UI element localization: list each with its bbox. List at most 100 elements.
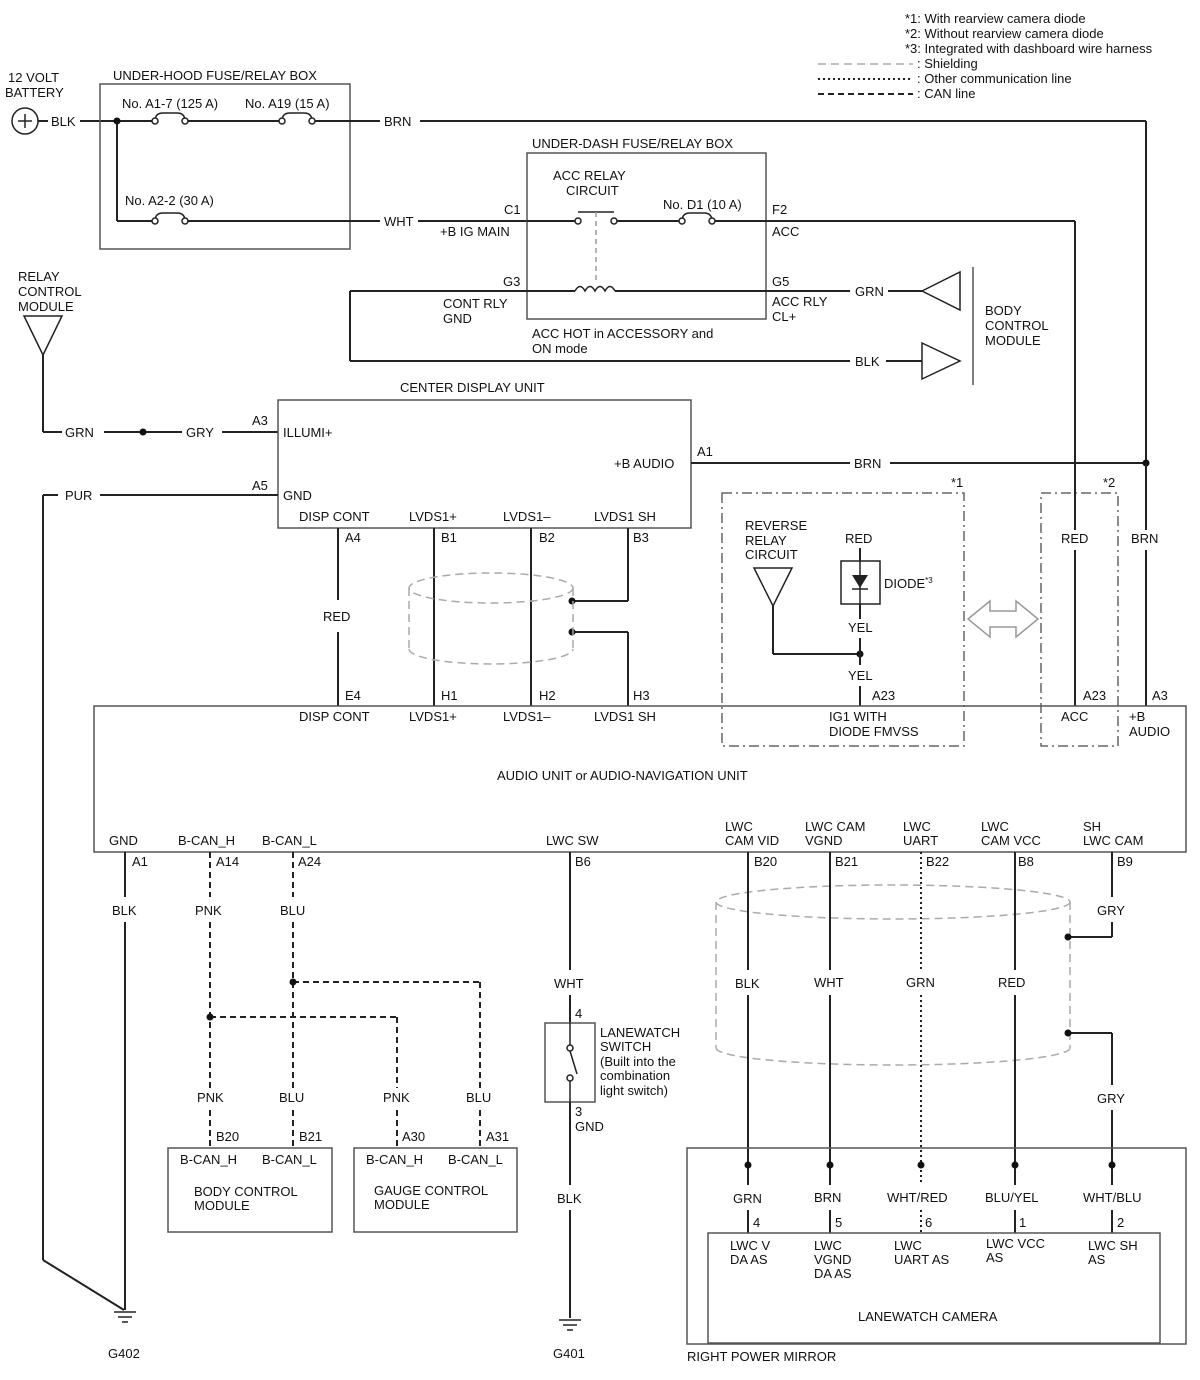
gcm-canh: B-CAN_H bbox=[366, 1152, 423, 1167]
battery: 12 VOLT BATTERY BLK bbox=[5, 70, 117, 135]
audio-lwc-vid-2: CAM VID bbox=[725, 833, 779, 848]
opt2-wire-red: RED bbox=[1061, 531, 1088, 546]
acc-relay-label-2: CIRCUIT bbox=[566, 183, 619, 198]
audio-pin-a14: A14 bbox=[216, 854, 239, 869]
wire-brn-baudio: BRN bbox=[854, 456, 881, 471]
cdu-lvds1p: LVDS1+ bbox=[409, 509, 457, 524]
audio-pin-a3: A3 bbox=[1152, 688, 1168, 703]
gauge-control-module: A30 A31 B-CAN_H B-CAN_L GAUGE CONTROL MO… bbox=[353, 1129, 518, 1233]
ig1-label-2: DIODE FMVSS bbox=[829, 724, 919, 739]
underdash-box-outline bbox=[526, 152, 767, 320]
audio-pin-h3: H3 bbox=[633, 688, 650, 703]
audio-pin-b8: B8 bbox=[1018, 854, 1034, 869]
wire-wht-sw: WHT bbox=[554, 976, 584, 991]
audio-lwc-vcc-1: LWC bbox=[981, 819, 1009, 834]
wire-blk-gnd: BLK bbox=[112, 903, 137, 918]
audio-pin-a24: A24 bbox=[298, 854, 321, 869]
cdu-disp-cont: DISP CONT bbox=[299, 509, 370, 524]
relay-module-label-2: CONTROL bbox=[18, 284, 82, 299]
bcm-bottom-label-2: MODULE bbox=[194, 1198, 250, 1213]
option-2-mark: *2 bbox=[1103, 475, 1115, 490]
diode-label: DIODE*3 bbox=[884, 576, 933, 591]
wire-grn-cam: GRN bbox=[906, 975, 935, 990]
lanewatch-camera-box bbox=[707, 1232, 1161, 1344]
bcm-wire-grn: GRN bbox=[855, 284, 884, 299]
underdash-fuse-box: UNDER-DASH FUSE/RELAY BOX ACC RELAY CIRC… bbox=[440, 136, 1075, 356]
cdu-lvds1m: LVDS1– bbox=[503, 509, 551, 524]
switch-label-1: LANEWATCH bbox=[600, 1025, 680, 1040]
audio-lvds1m: LVDS1– bbox=[503, 709, 551, 724]
camera-shield bbox=[715, 884, 1071, 920]
bcm-pin-b20: B20 bbox=[216, 1129, 239, 1144]
battery-label-1: 12 VOLT bbox=[8, 70, 59, 85]
acc-relay-label-1: ACC RELAY bbox=[553, 168, 626, 183]
audio-pin-e4: E4 bbox=[345, 688, 361, 703]
reverse-relay-label-2: RELAY bbox=[745, 533, 787, 548]
lanewatch-switch: 4 3 GND LANEWATCH SWITCH (Built into the… bbox=[544, 1006, 680, 1134]
audio-pin-h2: H2 bbox=[539, 688, 556, 703]
fuse-d1-icon bbox=[681, 212, 713, 222]
relay-coil-icon bbox=[574, 285, 616, 293]
gcm-pin-a30: A30 bbox=[402, 1129, 425, 1144]
camera-pin-2: 2 bbox=[1117, 1215, 1124, 1230]
option-1-box bbox=[721, 492, 965, 747]
audio-unit-box-outline bbox=[93, 705, 1187, 853]
mirror-box bbox=[686, 1147, 1187, 1345]
option-1-diode: *1 REVERSE RELAY CIRCUIT RED DIODE*3 YEL… bbox=[721, 475, 965, 747]
camera-t1a: LWC V bbox=[730, 1238, 771, 1253]
audio-baudio-1: +B bbox=[1129, 709, 1145, 724]
center-display-unit: CENTER DISPLAY UNIT A3 ILLUMI+ A5 GND A1… bbox=[252, 380, 713, 545]
audio-lvds1sh: LVDS1 SH bbox=[594, 709, 656, 724]
audio-bcanl: B-CAN_L bbox=[262, 833, 317, 848]
camera-pin-1: 1 bbox=[1019, 1215, 1026, 1230]
reverse-relay-label-1: REVERSE bbox=[745, 518, 807, 533]
body-control-module-top: BODY CONTROL MODULE bbox=[920, 267, 1049, 385]
underhood-box-outline bbox=[99, 83, 351, 250]
camera-pin-4: 4 bbox=[753, 1215, 760, 1230]
underhood-fuse-box: UNDER-HOOD FUSE/RELAY BOX No. A1-7 (125 … bbox=[99, 68, 380, 250]
mirror-wire-bluyel: BLU/YEL bbox=[985, 1190, 1038, 1205]
acc-rly-label: ACC RLY bbox=[772, 294, 828, 309]
opt1-wire-red: RED bbox=[845, 531, 872, 546]
bcm-top-label-2: CONTROL bbox=[985, 318, 1049, 333]
wire-brn-right: BRN bbox=[1131, 531, 1158, 546]
camera-t2a: LWC bbox=[814, 1238, 842, 1253]
audio-baudio-2: AUDIO bbox=[1129, 724, 1170, 739]
cdu-gnd: GND bbox=[283, 488, 312, 503]
legend-note-1: *1: With rearview camera diode bbox=[905, 11, 1086, 26]
reverse-relay-label-3: CIRCUIT bbox=[745, 547, 798, 562]
camera-t1b: DA AS bbox=[730, 1252, 768, 1267]
audio-bcanh: B-CAN_H bbox=[178, 833, 235, 848]
underhood-title: UNDER-HOOD FUSE/RELAY BOX bbox=[113, 68, 317, 83]
camera-t3b: UART AS bbox=[894, 1252, 949, 1267]
body-control-module-bottom: B20 B21 B-CAN_H B-CAN_L BODY CONTROL MOD… bbox=[167, 1129, 333, 1233]
pin-f2: F2 bbox=[772, 202, 787, 217]
fuse-a22-icon bbox=[154, 212, 186, 222]
ig1-label-1: IG1 WITH bbox=[829, 709, 887, 724]
audio-pin-a1: A1 bbox=[132, 854, 148, 869]
option-2-box bbox=[1040, 492, 1119, 747]
pin-g5: G5 bbox=[772, 274, 789, 289]
cdu-title: CENTER DISPLAY UNIT bbox=[400, 380, 545, 395]
cont-gnd-label: GND bbox=[443, 311, 472, 326]
cdu-pin-b3: B3 bbox=[633, 530, 649, 545]
legend: *1: With rearview camera diode *2: Witho… bbox=[818, 11, 1153, 101]
mirror-title: RIGHT POWER MIRROR bbox=[687, 1349, 836, 1364]
audio-gnd: GND bbox=[109, 833, 138, 848]
wire-pnk-bcm: PNK bbox=[197, 1090, 224, 1105]
gcm-pin-a31: A31 bbox=[486, 1129, 509, 1144]
audio-lwc-vcc-2: CAM VCC bbox=[981, 833, 1041, 848]
audio-pin-h1: H1 bbox=[441, 688, 458, 703]
audio-lvds1p: LVDS1+ bbox=[409, 709, 457, 724]
acc-hot-note-1: ACC HOT in ACCESSORY and bbox=[532, 326, 713, 341]
cdu-pin-b2: B2 bbox=[539, 530, 555, 545]
legend-note-2: *2: Without rearview camera diode bbox=[905, 26, 1104, 41]
legend-can: : CAN line bbox=[917, 86, 976, 101]
audio-sh-1: SH bbox=[1083, 819, 1101, 834]
switch-gnd: GND bbox=[575, 1119, 604, 1134]
switch-label-3: (Built into the bbox=[600, 1054, 676, 1069]
cdu-pin-a4: A4 bbox=[345, 530, 361, 545]
audio-unit: E4 H1 H2 H3 A3 DISP CONT LVDS1+ LVDS1– L… bbox=[93, 688, 1187, 869]
legend-note-3: *3: Integrated with dashboard wire harne… bbox=[905, 41, 1153, 56]
